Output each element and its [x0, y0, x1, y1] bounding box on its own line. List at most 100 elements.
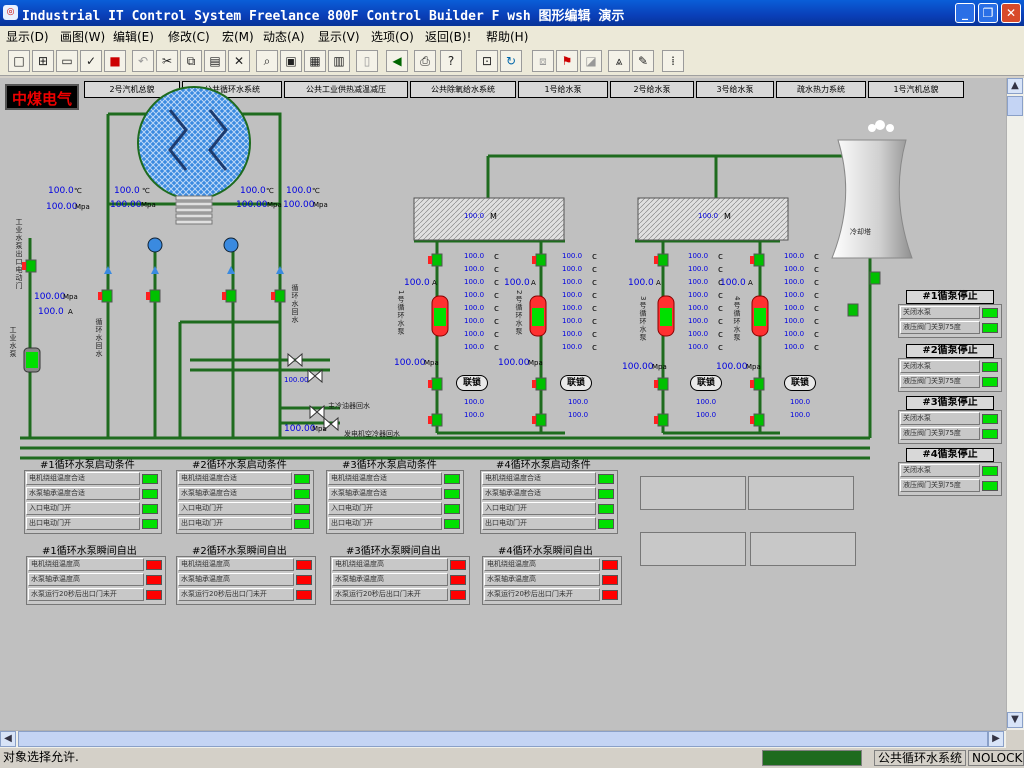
- scroll-up-icon[interactable]: ▲: [1007, 78, 1023, 94]
- temp-value: 100.0: [464, 411, 484, 419]
- start_panels-row: 出口电动门开: [178, 517, 292, 530]
- open-icon[interactable]: ▭: [56, 50, 78, 72]
- toolbar: □ ⊞ ▭ ✓ ■ ↶ ✂ ⧉ ▤ ✕ ⌕ ▣ ▦ ▥ ▯ ◀ ⎙ ? ⊡ ↻ …: [0, 46, 1024, 76]
- check-icon[interactable]: ✓: [80, 50, 102, 72]
- menu-back[interactable]: 返回(B)!: [425, 28, 471, 45]
- edit-icon[interactable]: ✎: [632, 50, 654, 72]
- scroll-left-icon[interactable]: ◀: [0, 731, 16, 747]
- select-icon[interactable]: ⊡: [476, 50, 498, 72]
- find-icon[interactable]: ⌕: [256, 50, 278, 72]
- stop-row: 关闭水泵: [900, 360, 980, 373]
- image-icon[interactable]: ▣: [280, 50, 302, 72]
- status-indicator: [982, 414, 998, 424]
- help-icon[interactable]: ?: [440, 50, 462, 72]
- temp-value: 100.0: [562, 278, 582, 286]
- align-icon[interactable]: ⧈: [532, 50, 554, 72]
- back-arrow-icon[interactable]: ◀: [386, 50, 408, 72]
- interlock-button-4[interactable]: 联锁: [784, 375, 816, 391]
- pressure-readout-2: 100.00: [110, 200, 142, 210]
- stop-title: #3循泵停止: [906, 396, 994, 410]
- temp-unit-icon: c: [814, 343, 819, 353]
- temp-value: 100.0: [562, 317, 582, 325]
- temp-unit-icon: c: [814, 252, 819, 262]
- temp-unit-icon: c: [592, 330, 597, 340]
- status-page: 公共循环水系统: [874, 750, 966, 766]
- unit-18: A: [748, 279, 753, 287]
- pump2-label: 2号循环水泵: [514, 290, 524, 335]
- print-icon[interactable]: ⎙: [414, 50, 436, 72]
- temp-value: 100.0: [568, 398, 588, 406]
- trip_panels-row: 水泵运行20秒后出口门未开: [28, 588, 144, 601]
- refresh-icon[interactable]: ↻: [500, 50, 522, 72]
- graphic-canvas[interactable]: 中煤电气 2号汽机总貌 公共循环水系统 公共工业供热减温减压 公共除氧给水系统 …: [0, 78, 1006, 730]
- unit-22: Mpa: [746, 363, 761, 371]
- chart-icon[interactable]: ⩓: [608, 50, 630, 72]
- status-indicator: [444, 519, 460, 529]
- menu-display[interactable]: 显示(D): [6, 28, 49, 45]
- temp-value: 100.0: [688, 278, 708, 286]
- temp-unit-icon: c: [718, 343, 723, 353]
- scroll-down-icon[interactable]: ▼: [1007, 712, 1023, 728]
- table-icon[interactable]: ▥: [328, 50, 350, 72]
- grid-icon[interactable]: ▦: [304, 50, 326, 72]
- temp-unit-icon: c: [814, 278, 819, 288]
- status-indicator: [602, 590, 618, 600]
- status-indicator: [982, 308, 998, 318]
- interlock-button-3[interactable]: 联锁: [690, 375, 722, 391]
- status-progress: [762, 750, 862, 766]
- status-indicator: [296, 560, 312, 570]
- stop-icon[interactable]: ■: [104, 50, 126, 72]
- scroll-right-icon[interactable]: ▶: [988, 731, 1004, 747]
- pump3-label: 3号循环水泵: [638, 296, 648, 341]
- temp-value: 100.0: [688, 330, 708, 338]
- temp-value: 100.0: [696, 411, 716, 419]
- scroll-thumb-v[interactable]: [1007, 96, 1023, 116]
- menu-macro[interactable]: 宏(M): [222, 28, 254, 45]
- undo-icon[interactable]: ↶: [132, 50, 154, 72]
- paste-icon[interactable]: ▤: [204, 50, 226, 72]
- cut-icon[interactable]: ✂: [156, 50, 178, 72]
- minimize-button[interactable]: _: [955, 3, 975, 23]
- status-indicator: [602, 560, 618, 570]
- temp-unit-icon: c: [718, 265, 723, 275]
- stop-row: 液压阀门关到75度: [900, 375, 980, 388]
- temp-readout-3: 100.0: [240, 186, 266, 196]
- industrial-water-pump-label: 工业水泵: [8, 326, 18, 358]
- temp-unit-icon: c: [814, 291, 819, 301]
- industrial-water-outlet-label: 工业水泵出口电动门: [14, 218, 24, 290]
- temp-value: 100.0: [464, 330, 484, 338]
- close-button[interactable]: ✕: [1001, 3, 1021, 23]
- menu-modify[interactable]: 修改(C): [168, 28, 210, 45]
- shape-icon[interactable]: ◪: [580, 50, 602, 72]
- menu-draw[interactable]: 画图(W): [60, 28, 105, 45]
- interlock-button-1[interactable]: 联锁: [456, 375, 488, 391]
- stop-row: 液压阀门关到75度: [900, 479, 980, 492]
- temp-value: 100.0: [790, 411, 810, 419]
- dots-grid-icon[interactable]: ⁞: [662, 50, 684, 72]
- delete-icon[interactable]: ✕: [228, 50, 250, 72]
- pressure-readout-10: 100.00: [716, 362, 748, 372]
- interlock-button-2[interactable]: 联锁: [560, 375, 592, 391]
- scroll-thumb-h[interactable]: [18, 731, 988, 747]
- vertical-scrollbar[interactable]: ▲ ▼: [1006, 78, 1024, 730]
- flag-icon[interactable]: ⚑: [556, 50, 578, 72]
- status-indicator: [450, 575, 466, 585]
- restore-button[interactable]: ❐: [978, 3, 998, 23]
- new-icon[interactable]: □: [8, 50, 30, 72]
- menu-edit[interactable]: 编辑(E): [113, 28, 154, 45]
- menu-help[interactable]: 帮助(H): [486, 28, 528, 45]
- trip_panels-row: 电机绕组温度高: [484, 558, 600, 571]
- temp-unit-icon: c: [814, 330, 819, 340]
- menu-dynamic[interactable]: 动态(A): [263, 28, 305, 45]
- menu-options[interactable]: 选项(O): [371, 28, 414, 45]
- cooling-tower-label: 冷却塔: [850, 227, 871, 237]
- copy-icon[interactable]: ⧉: [180, 50, 202, 72]
- layer-icon[interactable]: ▯: [356, 50, 378, 72]
- start_panels-row: 出口电动门开: [328, 517, 442, 530]
- trip_panels-row: 水泵轴承温度高: [28, 573, 144, 586]
- menu-view[interactable]: 显示(V): [318, 28, 360, 45]
- new-page-icon[interactable]: ⊞: [32, 50, 54, 72]
- start_panels-row: 水泵轴承温度合适: [328, 487, 442, 500]
- unit-19: Mpa: [424, 359, 439, 367]
- horizontal-scrollbar[interactable]: ◀ ▶: [0, 730, 1006, 748]
